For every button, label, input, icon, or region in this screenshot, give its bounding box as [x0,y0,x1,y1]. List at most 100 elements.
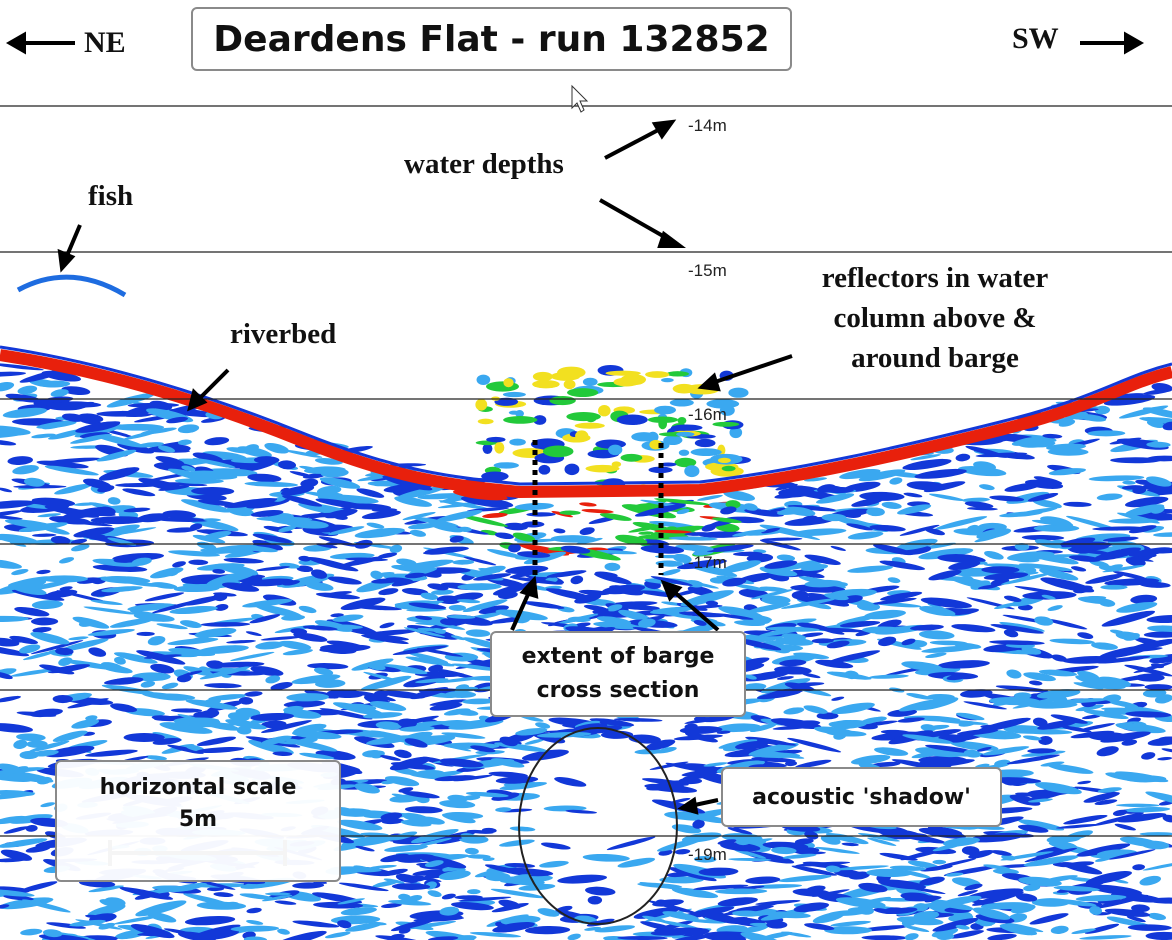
sonar-return [991,850,1012,856]
sonar-return [0,514,23,520]
sonar-return [716,730,731,734]
sonar-return [1050,714,1088,724]
sonar-return [585,464,620,473]
sonar-return [371,508,398,512]
sonar-return [903,492,923,498]
sonar-return [877,879,926,890]
sonar-return [782,853,817,859]
sonar-return [554,777,587,787]
sonar-return [723,490,756,501]
sonar-return [787,737,842,753]
sonar-return [928,493,965,502]
sonar-return [0,767,45,774]
sonar-return [1114,823,1136,831]
sonar-return [992,868,1020,875]
sonar-return [693,884,749,891]
sonar-return [177,439,192,446]
sonar-return [796,596,837,604]
sonar-return [750,884,803,889]
sonar-return [499,736,518,747]
sonar-return [1042,433,1063,439]
sonar-return [388,900,432,906]
sonar-return [96,449,137,462]
sonar-return [310,569,328,579]
sonar-return [795,861,851,867]
fish-label: fish [88,180,134,212]
sonar-return [1018,729,1073,735]
sonar-return [131,557,152,566]
sonar-return [115,483,161,488]
sonar-return [156,623,188,630]
sonar-return [250,666,284,676]
sonar-return [14,607,50,617]
sonar-return [78,935,118,940]
sonar-return [332,614,364,622]
sonar-return [1018,876,1062,887]
sonar-return [647,900,698,914]
sonar-return [1100,584,1128,590]
sonar-return [61,386,91,396]
sonar-return [194,627,237,638]
sonar-return [606,604,623,612]
sonar-return [936,932,955,940]
sonar-return [628,524,664,533]
sonar-return [872,597,917,605]
sonar-return [159,722,213,734]
sonar-return [462,794,481,801]
sonar-return [247,473,282,483]
sonar-return [1161,748,1172,753]
sonar-return [1053,885,1100,892]
sonar-return [951,624,996,633]
sonar-return [300,478,319,488]
sonar-return [0,487,12,493]
sonar-return [661,569,681,576]
sonar-return [705,600,719,606]
sonar-return [887,709,918,717]
sonar-return [684,723,698,730]
sonar-return [684,532,711,536]
sonar-return [151,715,179,722]
sonar-return [690,560,728,565]
sonar-return [573,622,591,628]
sonar-return [613,377,640,387]
reflectors-line-1: reflectors in water [821,262,1049,294]
sonar-return [1032,499,1062,509]
sonar-return [174,478,224,484]
sonar-return [824,593,849,601]
sonar-return [491,902,529,913]
sonar-return [1146,476,1172,487]
sonar-return [1144,684,1172,691]
sonar-return [330,866,382,873]
sonar-return [502,867,540,875]
sonar-return [144,592,185,602]
sonar-return [26,740,48,748]
sonar-return [427,890,442,898]
sonar-return [649,606,694,614]
sonar-return [1064,546,1114,555]
sonar-return [1121,739,1138,746]
sonar-return [333,840,373,851]
sonar-return [1127,924,1172,931]
sonar-return [467,889,481,895]
sonar-return [1089,906,1103,915]
sonar-return [689,813,729,824]
sonar-return [979,484,995,491]
reflectors-line-2: column above & [833,302,1037,334]
sonar-return [52,730,88,742]
sonar-return [161,682,179,690]
sonar-return [966,507,998,511]
sonar-return [62,506,111,520]
sonar-return [600,730,634,739]
sonar-return [441,813,476,824]
sonar-return [982,746,1030,756]
sonar-return [645,739,676,751]
sonar-return [740,932,782,940]
sonar-return [1027,492,1059,502]
sonar-return [1010,904,1036,914]
sonar-return [889,477,903,485]
sonar-return [687,581,719,589]
sonar-return [415,615,433,621]
sonar-return [1026,551,1079,565]
sonar-return [1077,670,1100,680]
sonar-return [135,900,187,917]
